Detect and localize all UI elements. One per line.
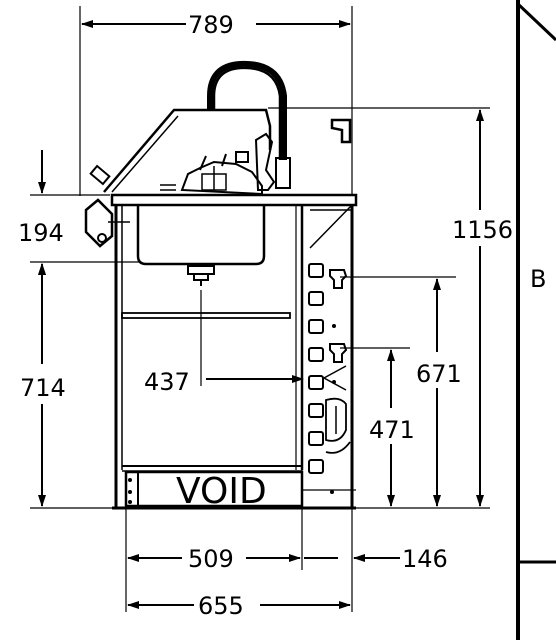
dim-509-146: [125, 470, 400, 612]
dim-655-label: 655: [198, 592, 244, 620]
dim-714: [30, 263, 112, 509]
sink-bowl: [136, 205, 266, 286]
dim-789: [79, 6, 353, 196]
dim-1156: [268, 107, 490, 509]
mixer-assembly: [160, 132, 276, 196]
void-label: VOID: [176, 471, 267, 512]
dim-789-label: 789: [188, 11, 234, 39]
dim-671: [340, 276, 456, 507]
side-valve: [84, 198, 130, 248]
dim-714-label: 714: [20, 374, 66, 402]
adjacent-frame: [516, 0, 556, 640]
dim-471-label: 471: [369, 416, 415, 444]
faucet: [207, 60, 291, 189]
service-connectors: [308, 263, 351, 474]
dim-437-label: 437: [144, 368, 190, 396]
dim-1156-label: 1156: [452, 216, 513, 244]
cabinet-body: [110, 193, 358, 510]
dim-146-label: 146: [402, 545, 448, 573]
dim-471: [340, 347, 410, 507]
side-letter-label: B: [530, 265, 546, 293]
dim-437: [200, 290, 304, 386]
dim-509-label: 509: [188, 545, 234, 573]
dim-194-label: 194: [18, 219, 64, 247]
wall-bracket: [330, 118, 352, 144]
sink-hood: [89, 108, 272, 193]
dim-671-label: 671: [416, 360, 462, 388]
